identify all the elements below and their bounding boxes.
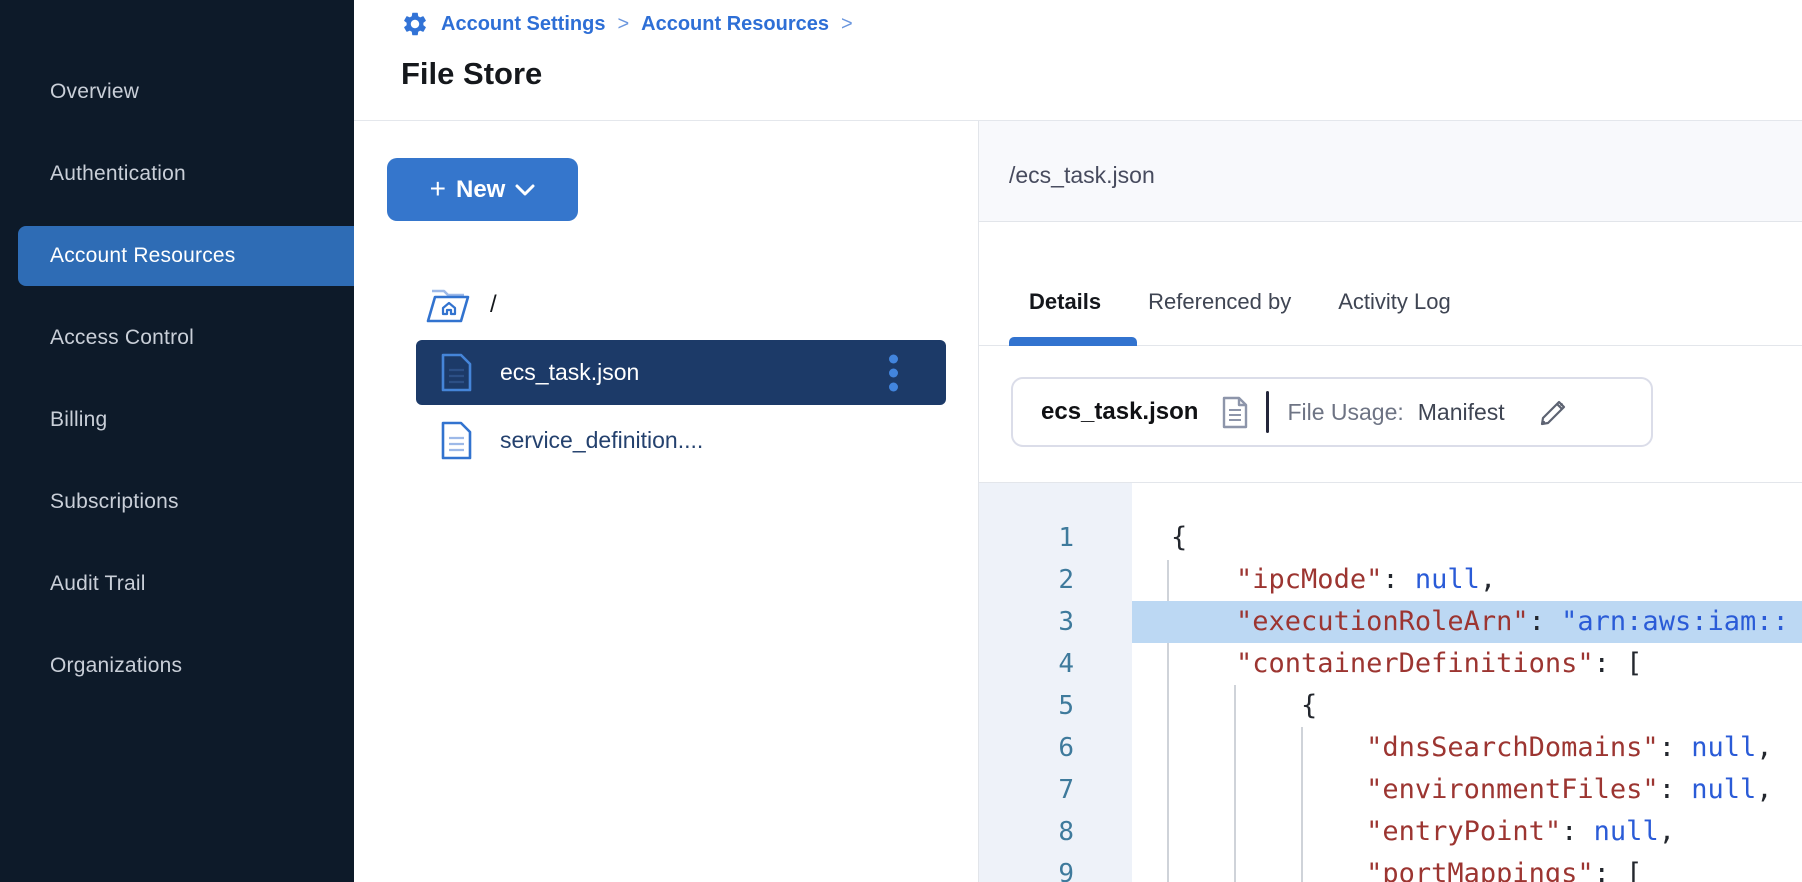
- file-detail-panel: /ecs_task.json Details Referenced by Act…: [978, 121, 1802, 882]
- line-number: 8: [1058, 817, 1074, 847]
- root-folder-label: /: [490, 291, 497, 318]
- code-line[interactable]: "environmentFiles": null,: [1366, 774, 1773, 805]
- file-icon: [441, 353, 472, 392]
- sidebar-item-organizations[interactable]: Organizations: [50, 654, 183, 677]
- folder-home-icon: [426, 289, 470, 323]
- tab-details[interactable]: Details: [1029, 289, 1102, 314]
- root-folder-row[interactable]: /: [424, 285, 497, 325]
- file-path: /ecs_task.json: [1009, 161, 1155, 188]
- file-usage-label: File Usage:: [1287, 398, 1404, 425]
- breadcrumb-account-settings[interactable]: Account Settings: [441, 12, 606, 35]
- code-gutter: 1 2 3 4 5 6 7 8 9: [979, 483, 1132, 882]
- gear-icon: [404, 12, 426, 36]
- file-store-panel: + New / ecs_task.json: [354, 121, 978, 882]
- code-line[interactable]: "entryPoint": null,: [1366, 816, 1675, 847]
- chevron-down-icon: [515, 184, 535, 195]
- line-number: 4: [1058, 649, 1074, 679]
- sidebar-item-audit-trail[interactable]: Audit Trail: [50, 572, 146, 595]
- sidebar-item-authentication[interactable]: Authentication: [50, 162, 186, 185]
- breadcrumb-separator: >: [617, 12, 630, 35]
- plus-icon: +: [429, 172, 446, 204]
- file-usage-value: Manifest: [1417, 398, 1505, 425]
- code-line[interactable]: "portMappings": [: [1366, 858, 1643, 882]
- breadcrumb-separator: >: [840, 12, 853, 35]
- file-row-service-definition[interactable]: service_definition....: [416, 408, 946, 473]
- file-path-bar: /ecs_task.json: [979, 121, 1802, 222]
- sidebar-item-subscriptions[interactable]: Subscriptions: [50, 490, 179, 513]
- file-icon: [441, 421, 472, 460]
- code-line[interactable]: {: [1171, 522, 1188, 553]
- kebab-menu-icon[interactable]: [885, 350, 902, 395]
- sidebar-item-billing[interactable]: Billing: [50, 408, 108, 431]
- active-tab-underline: [1009, 337, 1137, 346]
- edit-pencil-icon[interactable]: [1537, 395, 1571, 429]
- details-section: ecs_task.json File Usage: Manifest: [979, 346, 1802, 483]
- code-line[interactable]: {: [1171, 690, 1318, 721]
- code-line[interactable]: "ipcMode": null,: [1236, 564, 1497, 595]
- breadcrumb: Account Settings > Account Resources >: [401, 10, 853, 38]
- code-line[interactable]: "dnsSearchDomains": null,: [1366, 732, 1773, 763]
- line-number: 5: [1058, 691, 1074, 721]
- code-line[interactable]: "containerDefinitions": [: [1236, 648, 1643, 679]
- code-content: { "ipcMode": null, "executionRoleArn": "…: [1132, 483, 1802, 882]
- sidebar-item-access-control[interactable]: Access Control: [50, 326, 195, 349]
- line-number: 6: [1058, 733, 1074, 763]
- page-header: Account Settings > Account Resources > F…: [354, 0, 1802, 121]
- tab-referenced-by[interactable]: Referenced by: [1148, 289, 1292, 314]
- file-name: ecs_task.json: [500, 359, 640, 385]
- new-button-label: New: [456, 175, 506, 203]
- line-number: 9: [1058, 859, 1074, 882]
- new-button[interactable]: + New: [387, 158, 578, 221]
- indent-guide: [1234, 685, 1236, 882]
- line-number: 7: [1058, 775, 1074, 805]
- sidebar-item-account-resources[interactable]: Account Resources: [18, 226, 354, 286]
- page-title: File Store: [401, 56, 543, 91]
- file-name: service_definition....: [500, 427, 704, 453]
- detail-tabs: Details Referenced by Activity Log: [979, 222, 1802, 346]
- file-card-name: ecs_task.json: [1041, 398, 1199, 425]
- file-summary-card: ecs_task.json File Usage: Manifest: [1011, 377, 1653, 447]
- settings-sidebar: Overview Authentication Account Resource…: [0, 0, 354, 882]
- indent-guide: [1167, 560, 1169, 882]
- line-number: 1: [1058, 523, 1074, 553]
- line-number: 2: [1058, 565, 1074, 595]
- line-number: 3: [1058, 607, 1074, 637]
- indent-guide: [1301, 727, 1303, 882]
- document-icon[interactable]: [1222, 396, 1248, 429]
- sidebar-item-overview[interactable]: Overview: [50, 80, 140, 103]
- divider: [1266, 391, 1270, 433]
- code-line-highlighted[interactable]: "executionRoleArn": "arn:aws:iam::: [1132, 601, 1802, 643]
- tab-activity-log[interactable]: Activity Log: [1338, 289, 1451, 314]
- breadcrumb-account-resources[interactable]: Account Resources: [641, 12, 829, 35]
- file-row-ecs-task[interactable]: ecs_task.json: [416, 340, 946, 405]
- code-editor[interactable]: 1 2 3 4 5 6 7 8 9 { "ipcMode": null, "executionR…: [979, 483, 1802, 882]
